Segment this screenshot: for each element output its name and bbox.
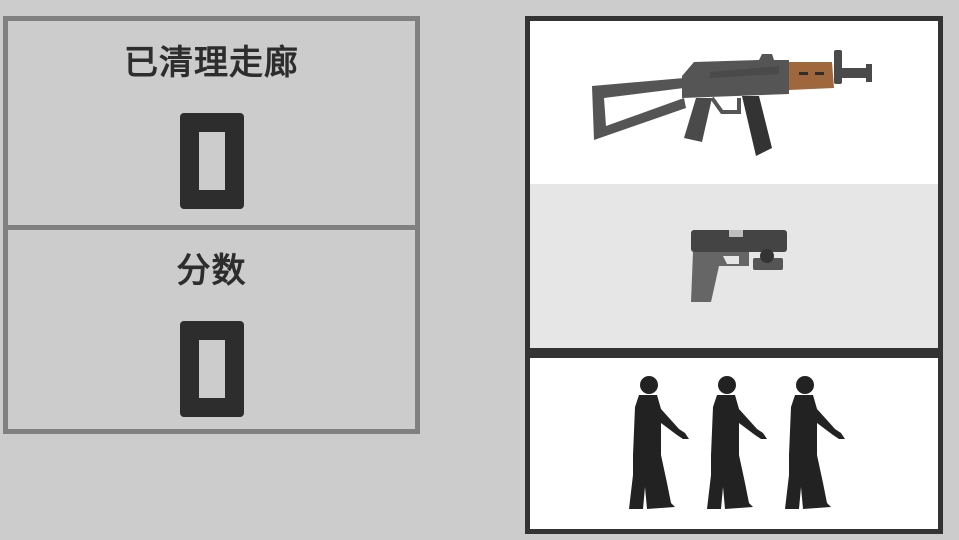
score-panel: 分数 0 xyxy=(3,225,420,434)
enemy-squad-icon xyxy=(629,376,845,509)
enemy-squad-slot xyxy=(530,358,938,529)
score-value: 0 xyxy=(179,321,244,417)
secondary-weapon-slot[interactable] xyxy=(530,184,938,348)
score-label: 分数 xyxy=(176,251,247,291)
pistol-icon xyxy=(691,230,787,302)
loadout-panel xyxy=(525,16,943,534)
corridors-cleared-label: 已清理走廊 xyxy=(124,43,299,83)
primary-weapon-slot[interactable] xyxy=(530,21,938,184)
corridors-cleared-panel: 已清理走廊 0 xyxy=(3,16,420,230)
corridors-cleared-value: 0 xyxy=(179,113,244,209)
assault-rifle-icon xyxy=(592,49,872,156)
